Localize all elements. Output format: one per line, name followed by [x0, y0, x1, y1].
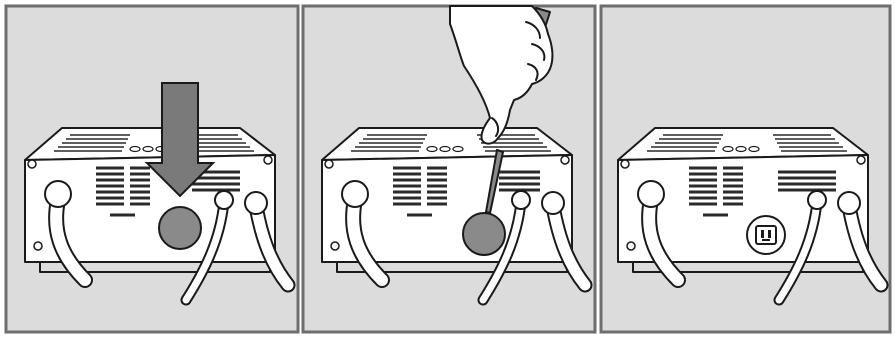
panel-step-2 [300, 0, 603, 337]
indicator-leds [427, 147, 463, 152]
indicator-leds [723, 147, 759, 152]
indicator-leds [130, 147, 166, 152]
panel-step-1 [0, 0, 303, 337]
power-socket-icon [747, 216, 785, 254]
panel-step-3 [598, 0, 895, 337]
cover-disc [463, 213, 505, 255]
cover-disc [159, 207, 201, 249]
